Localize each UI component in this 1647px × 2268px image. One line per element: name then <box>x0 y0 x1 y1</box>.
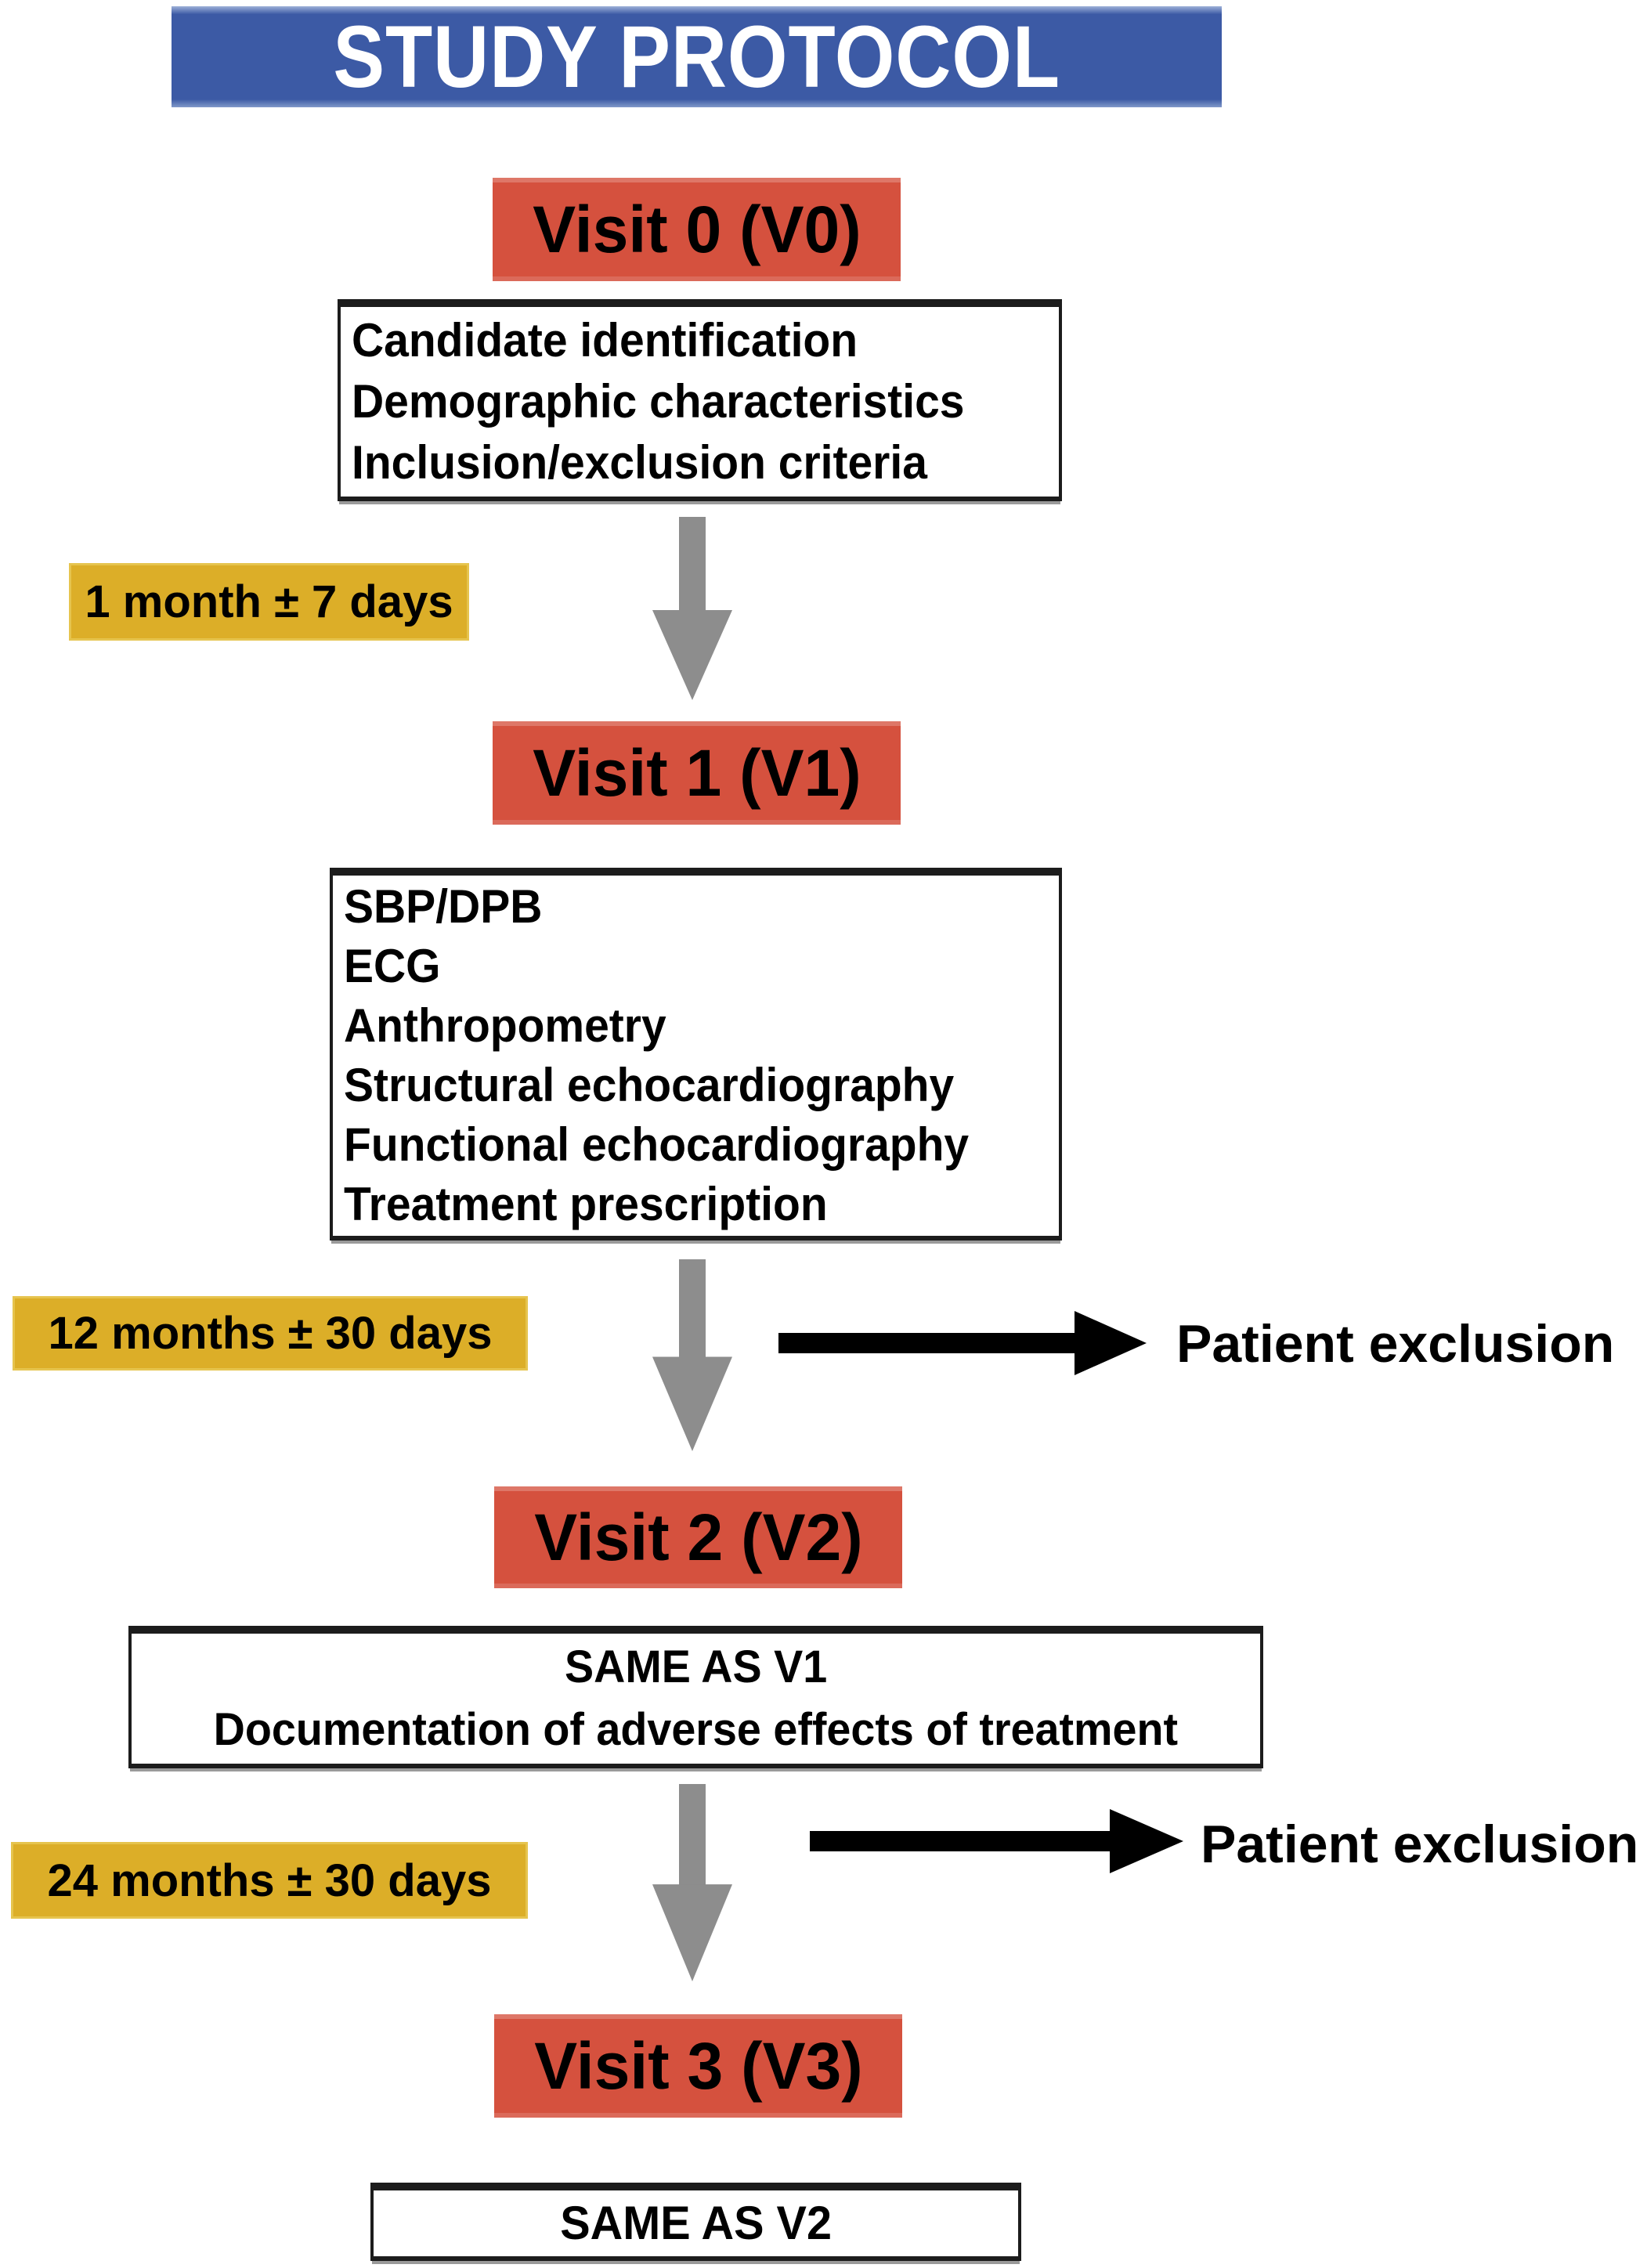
visit-1-details-box: SBP/DPB ECG Anthropometry Structural ech… <box>330 868 1062 1241</box>
visit-0-item: Inclusion/exclusion criteria <box>352 436 927 489</box>
visit-2-item: Documentation of adverse effects of trea… <box>213 1704 1179 1755</box>
visit-1-item: Functional echocardiography <box>344 1118 970 1171</box>
visit-0-item: Demographic characteristics <box>352 375 965 428</box>
interval-1-badge: 1 month ± 7 days <box>69 563 469 641</box>
visit-1-box: Visit 1 (V1) <box>493 721 901 825</box>
interval-1-label: 1 month ± 7 days <box>85 576 453 627</box>
visit-3-details-box: SAME AS V2 <box>370 2183 1021 2261</box>
visit-1-label: Visit 1 (V1) <box>532 735 861 810</box>
interval-3-label: 24 months ± 30 days <box>47 1854 492 1906</box>
visit-3-box: Visit 3 (V3) <box>494 2014 902 2118</box>
visit-2-box: Visit 2 (V2) <box>494 1486 902 1588</box>
visit-0-item: Candidate identification <box>352 314 858 367</box>
down-arrow-icon <box>651 1784 734 1981</box>
figure-title-bar: STUDY PROTOCOL <box>172 6 1222 107</box>
visit-1-item: Treatment prescription <box>344 1178 828 1230</box>
right-arrow-icon <box>778 1309 1147 1377</box>
down-arrow-icon <box>651 1259 734 1451</box>
patient-exclusion-label: Patient exclusion <box>1176 1310 1614 1378</box>
figure-title: STUDY PROTOCOL <box>333 8 1060 106</box>
interval-2-label: 12 months ± 30 days <box>48 1308 493 1359</box>
patient-exclusion-text: Patient exclusion <box>1201 1815 1639 1874</box>
visit-0-details-box: Candidate identification Demographic cha… <box>338 299 1062 501</box>
down-arrow-icon <box>651 517 734 700</box>
interval-2-badge: 12 months ± 30 days <box>13 1296 528 1371</box>
patient-exclusion-label: Patient exclusion <box>1201 1811 1638 1878</box>
visit-2-details-box: SAME AS V1 Documentation of adverse effe… <box>128 1626 1263 1768</box>
visit-1-item: Structural echocardiography <box>344 1059 955 1111</box>
visit-1-item: Anthropometry <box>344 999 666 1052</box>
visit-0-label: Visit 0 (V0) <box>532 192 861 266</box>
visit-2-item: SAME AS V1 <box>564 1641 828 1692</box>
patient-exclusion-text: Patient exclusion <box>1176 1314 1615 1374</box>
visit-3-item: SAME AS V2 <box>560 2197 832 2249</box>
right-arrow-icon <box>810 1808 1183 1875</box>
visit-2-label: Visit 2 (V2) <box>533 1500 863 1574</box>
visit-3-label: Visit 3 (V3) <box>533 2028 863 2103</box>
visit-1-item: SBP/DPB <box>344 880 543 933</box>
interval-3-badge: 24 months ± 30 days <box>11 1842 528 1919</box>
visit-1-item: ECG <box>344 940 441 992</box>
visit-0-box: Visit 0 (V0) <box>493 178 901 281</box>
